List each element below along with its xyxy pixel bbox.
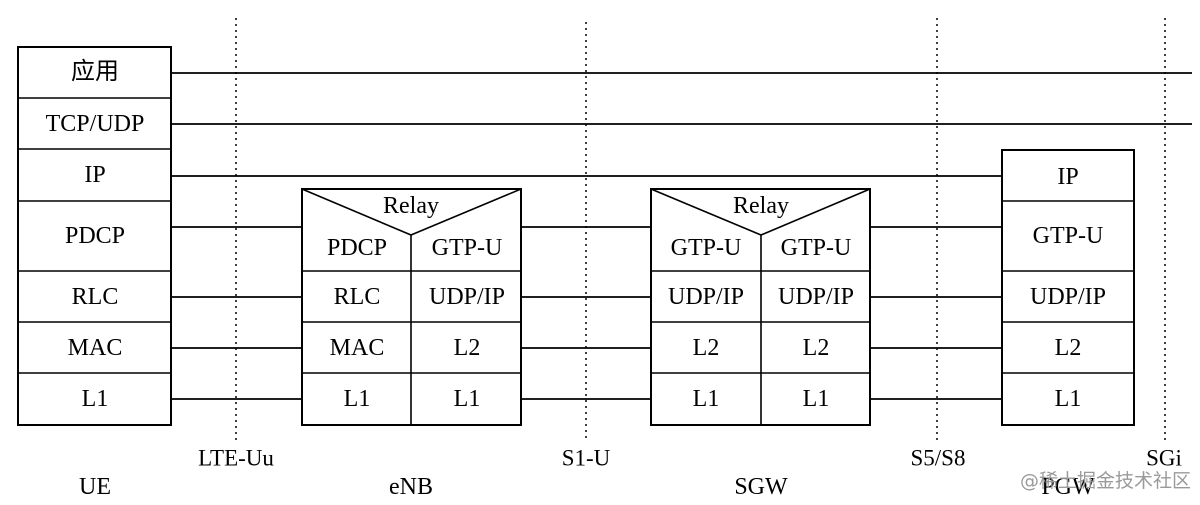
pgw-layer-gtpu: GTP-U [1033, 223, 1104, 249]
sgw-left-udpip: UDP/IP [668, 284, 744, 310]
sgw-protocol-stack: Relay GTP-U UDP/IP L2 L1 GTP-U UDP/IP L2… [650, 188, 871, 426]
ue-layer-rlc: RLC [72, 284, 119, 310]
node-label-pgw: PGW [1041, 474, 1095, 500]
ue-layer-tcp-udp: TCP/UDP [46, 111, 145, 137]
pgw-layer-udpip: UDP/IP [1030, 284, 1106, 310]
enb-right-gtpu: GTP-U [432, 235, 503, 261]
ue-layer-mac: MAC [68, 335, 123, 361]
interface-label-s1-u: S1-U [562, 446, 611, 471]
node-label-enb: eNB [389, 474, 433, 500]
interface-label-sgi: SGi [1146, 446, 1182, 471]
sgw-left-gtpu: GTP-U [671, 235, 742, 261]
enb-protocol-stack: Relay PDCP RLC MAC L1 GTP-U UDP/IP L2 L1 [301, 188, 522, 426]
peer-connection-lines [172, 72, 1192, 400]
sgw-right-udpip: UDP/IP [778, 284, 854, 310]
sgw-left-l1: L1 [693, 386, 720, 412]
pgw-protocol-stack: IP GTP-U UDP/IP L2 L1 [1001, 149, 1135, 426]
sgw-left-l2: L2 [693, 335, 720, 361]
ue-protocol-stack: 应用 TCP/UDP IP PDCP RLC MAC L1 [17, 46, 172, 426]
ue-layer-pdcp: PDCP [65, 223, 125, 249]
pgw-layer-l2: L2 [1055, 335, 1082, 361]
enb-right-l2: L2 [454, 335, 481, 361]
pgw-layer-ip: IP [1057, 164, 1078, 190]
sgw-right-l2: L2 [803, 335, 830, 361]
sgw-right-l1: L1 [803, 386, 830, 412]
pgw-layer-l1: L1 [1055, 386, 1082, 412]
enb-right-l1: L1 [454, 386, 481, 412]
sgw-right-gtpu: GTP-U [781, 235, 852, 261]
node-label-ue: UE [79, 474, 111, 500]
sgw-relay-label: Relay [733, 193, 789, 219]
ue-stack-border [17, 46, 172, 426]
ue-layer-l1: L1 [82, 386, 109, 412]
node-label-sgw: SGW [734, 474, 788, 500]
enb-left-l1: L1 [344, 386, 371, 412]
pgw-stack-border [1001, 149, 1135, 426]
interface-labels: LTE-Uu S1-U S5/S8 SGi [198, 446, 1182, 471]
enb-left-pdcp: PDCP [327, 235, 387, 261]
ue-layer-application: 应用 [71, 58, 119, 85]
interface-label-lte-uu: LTE-Uu [198, 446, 274, 471]
node-labels: UE eNB SGW PGW [79, 474, 1095, 500]
enb-left-mac: MAC [330, 335, 385, 361]
enb-right-udpip: UDP/IP [429, 284, 505, 310]
interface-label-s5-s8: S5/S8 [911, 446, 966, 471]
enb-left-rlc: RLC [334, 284, 381, 310]
interface-separators [235, 18, 1166, 440]
watermark-text: @稀土掘金技术社区 [1020, 470, 1191, 492]
enb-relay-label: Relay [383, 193, 439, 219]
ue-layer-ip: IP [84, 162, 105, 188]
